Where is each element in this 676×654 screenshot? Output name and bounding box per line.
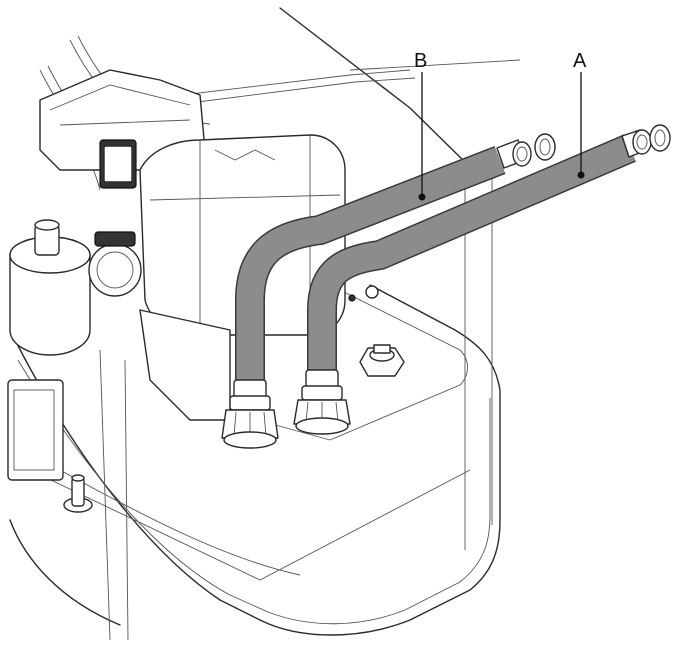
hose-a-fittings: [621, 124, 671, 158]
internal-components: [7, 35, 416, 513]
label-a: A: [573, 50, 587, 72]
callout-a: A: [573, 50, 587, 179]
label-b: B: [414, 50, 427, 72]
hose-couplings: [221, 369, 351, 449]
callout-b: B: [414, 50, 427, 201]
hose-a: [307, 134, 636, 370]
hose-b-fittings: [496, 133, 556, 169]
hose-b: [235, 146, 506, 380]
